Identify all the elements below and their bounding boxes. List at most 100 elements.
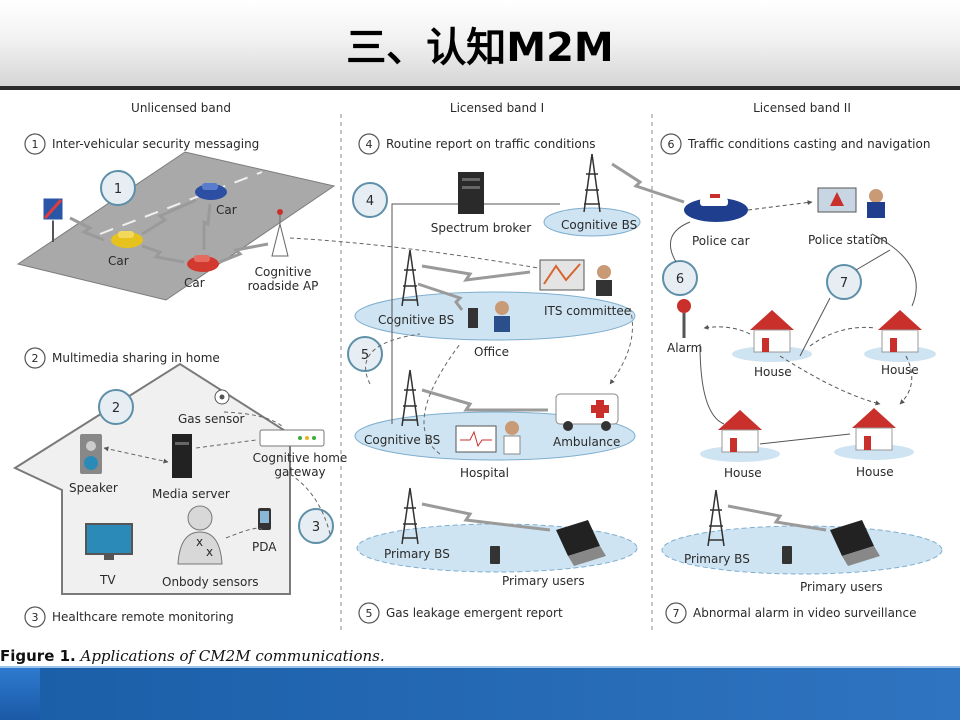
svg-text:3: 3 xyxy=(312,520,320,535)
tower-icon xyxy=(401,487,419,545)
home-gateway-icon xyxy=(259,429,325,447)
house-3-label: House xyxy=(724,466,762,480)
office-worker-icon xyxy=(468,301,510,332)
phone-icon xyxy=(490,546,500,564)
scenario-5-number: 5 xyxy=(366,607,373,620)
scenario-4-title: 4 Routine report on traffic conditions xyxy=(358,133,596,155)
scenario-2-text: Multimedia sharing in home xyxy=(52,351,220,365)
house-icon xyxy=(852,408,896,451)
laptop-icon xyxy=(830,520,880,566)
footer-bar xyxy=(0,666,960,720)
svg-text:4: 4 xyxy=(366,194,374,209)
scenario-2-title: 2 Multimedia sharing in home xyxy=(24,347,220,369)
callout-5: 5 xyxy=(347,336,383,372)
laptop-icon xyxy=(556,520,606,566)
slide-title: 三、认知M2M xyxy=(346,25,614,71)
road-sign-icon xyxy=(42,197,64,242)
phone-icon xyxy=(782,546,792,564)
scenario-7-title: 7 Abnormal alarm in video surveillance xyxy=(665,602,917,624)
tower-icon xyxy=(707,489,725,547)
home-links xyxy=(103,411,331,539)
scenario-1-title: 1 Inter-vehicular security messaging xyxy=(24,133,259,155)
its-committee-label: ITS committee xyxy=(544,304,631,318)
scenario-4-text: Routine report on traffic conditions xyxy=(386,137,596,151)
wireless-links-vehicular xyxy=(69,198,269,264)
svg-text:2: 2 xyxy=(112,401,120,416)
cm2m-figure: Unlicensed band Licensed band I Licensed… xyxy=(12,101,943,634)
svg-text:7: 7 xyxy=(840,276,848,291)
footer-line xyxy=(0,666,960,668)
tower-icon xyxy=(583,153,601,213)
house-1-label: House xyxy=(754,365,792,379)
pda-label: PDA xyxy=(252,540,277,554)
house-icon xyxy=(750,310,794,353)
ambulance-label: Ambulance xyxy=(553,435,620,449)
scenario-3-title: 3 Healthcare remote monitoring xyxy=(24,606,234,628)
office-label: Office xyxy=(474,345,509,359)
roadside-ap-label-2: roadside AP xyxy=(248,279,319,293)
house-4-label: House xyxy=(856,465,894,479)
surveillance-links xyxy=(669,200,917,445)
column-header-licensed-1: Licensed band I xyxy=(450,101,544,115)
scenario-6-number: 6 xyxy=(668,138,675,151)
onbody-x-2: x xyxy=(206,545,213,559)
svg-text:6: 6 xyxy=(676,272,684,287)
police-station-label: Police station xyxy=(808,233,888,247)
roadside-ap-label-1: Cognitive xyxy=(255,265,312,279)
scenario-7-number: 7 xyxy=(673,607,680,620)
tower-icon xyxy=(401,249,419,307)
primary-users-1-label: Primary users xyxy=(502,574,585,588)
house-icon xyxy=(718,410,762,453)
figure-caption-number: Figure 1. xyxy=(0,647,76,665)
house-4-base xyxy=(834,444,914,460)
figure-caption: Figure 1. Applications of CM2M communica… xyxy=(0,647,385,667)
spectrum-broker-icon xyxy=(458,172,484,214)
car-label-left: Car xyxy=(108,254,129,268)
car-icon xyxy=(195,183,227,200)
scenario-5-text: Gas leakage emergent report xyxy=(386,606,563,620)
gas-sensor-icon xyxy=(214,389,230,405)
gas-sensor-label: Gas sensor xyxy=(178,412,245,426)
spectrum-broker-label: Spectrum broker xyxy=(431,221,531,235)
footer-accent xyxy=(0,666,40,720)
scenario-1-text: Inter-vehicular security messaging xyxy=(52,137,259,151)
cognitive-bs-hospital-label: Cognitive BS xyxy=(364,433,440,447)
column-header-licensed-2: Licensed band II xyxy=(753,101,851,115)
scenario-3-text: Healthcare remote monitoring xyxy=(52,610,234,624)
hospital-label: Hospital xyxy=(460,466,509,480)
primary-bs-1-label: Primary BS xyxy=(384,547,450,561)
callout-4: 4 xyxy=(352,182,388,218)
car-label-bottom: Car xyxy=(184,276,205,290)
tv-label: TV xyxy=(99,573,116,587)
its-display-icon xyxy=(539,259,612,296)
alarm-label: Alarm xyxy=(667,341,702,355)
scenario-3-number: 3 xyxy=(32,611,39,624)
callout-7: 7 xyxy=(826,264,862,300)
svg-text:1: 1 xyxy=(114,182,122,197)
callout-1: 1 xyxy=(100,170,136,206)
cognitive-bs-office-label: Cognitive BS xyxy=(378,313,454,327)
roadside-ap-icon xyxy=(271,209,289,257)
column-header-unlicensed: Unlicensed band xyxy=(131,101,231,115)
cognitive-bs-top-coverage xyxy=(543,207,641,237)
wireless-links-band-2-primary xyxy=(727,504,827,532)
media-server-icon xyxy=(172,434,192,478)
callout-2: 2 xyxy=(98,389,134,425)
car-icon xyxy=(111,231,143,248)
speaker-label: Speaker xyxy=(69,481,118,495)
hospital-monitor-icon xyxy=(455,421,521,455)
callout-6: 6 xyxy=(662,260,698,296)
link-ap-to-its xyxy=(289,237,551,272)
wireless-links-band-1 xyxy=(417,264,551,532)
onbody-sensors-label: Onbody sensors xyxy=(162,575,259,589)
primary-coverage-2 xyxy=(661,525,943,575)
scenario-2-number: 2 xyxy=(32,352,39,365)
house-icon xyxy=(878,310,922,353)
primary-bs-2-label: Primary BS xyxy=(684,552,750,566)
house-1-base xyxy=(732,346,812,362)
home-outline xyxy=(12,362,291,595)
scenario-6-text: Traffic conditions casting and navigatio… xyxy=(687,137,930,151)
police-station-icon xyxy=(817,187,885,218)
band-1-links xyxy=(365,203,633,455)
home-gateway-label-1: Cognitive home xyxy=(253,451,348,465)
